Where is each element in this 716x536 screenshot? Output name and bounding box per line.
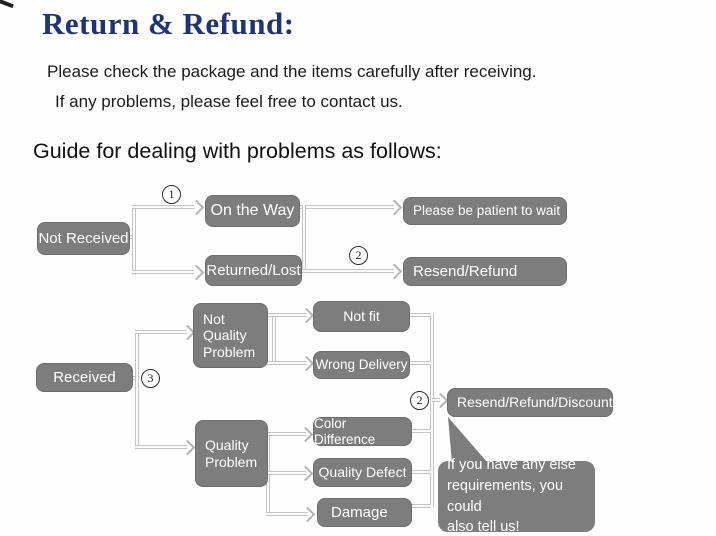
arrow-icon xyxy=(188,264,205,281)
node-please-be-patient: Please be patient to wait xyxy=(403,197,567,225)
arrow-icon xyxy=(432,392,449,409)
step-marker-3: 3 xyxy=(141,369,160,388)
node-not-quality-problem: Not Quality Problem xyxy=(193,303,268,368)
connector xyxy=(132,270,194,274)
connector xyxy=(432,398,440,402)
connector xyxy=(411,504,431,508)
arrow-icon xyxy=(297,426,314,443)
intro-line-2: If any problems, please feel free to con… xyxy=(55,92,403,111)
node-not-fit: Not fit xyxy=(313,301,410,332)
corner-artifact-mark xyxy=(0,0,14,9)
step-marker-2-top: 2 xyxy=(349,246,368,265)
connector xyxy=(430,313,434,507)
node-resend-refund-discount: Resend/Refund/Discount xyxy=(447,388,613,417)
note-speech-bubble: If you have any else requirements, you c… xyxy=(438,457,595,535)
connector xyxy=(409,313,431,317)
node-resend-refund: Resend/Refund xyxy=(403,257,567,286)
connector xyxy=(266,432,306,436)
intro-line-1: Please check the package and the items c… xyxy=(47,62,537,81)
connector xyxy=(302,205,306,273)
step-marker-2-bottom: 2 xyxy=(410,391,429,410)
connector xyxy=(132,205,136,275)
connector xyxy=(266,471,306,475)
connector xyxy=(267,361,307,365)
connector xyxy=(411,470,431,474)
connector xyxy=(132,205,194,209)
arrow-icon xyxy=(188,199,205,216)
connector xyxy=(266,512,308,516)
node-wrong-delivery: Wrong Delivery xyxy=(313,351,410,379)
arrow-icon xyxy=(179,439,196,456)
node-on-the-way: On the Way xyxy=(205,195,300,227)
node-quality-problem: Quality Problem xyxy=(195,420,268,487)
connector xyxy=(300,205,394,209)
connector xyxy=(302,269,394,273)
connector xyxy=(135,445,187,449)
connector xyxy=(411,429,431,433)
arrow-icon xyxy=(386,263,403,280)
connector xyxy=(135,330,187,334)
step-marker-1: 1 xyxy=(162,185,181,204)
node-color-difference: Color Difference xyxy=(313,416,412,447)
page-title: Return & Refund: xyxy=(42,6,295,41)
node-quality-defect: Quality Defect xyxy=(313,458,412,487)
connector xyxy=(272,313,276,365)
node-damage: Damage xyxy=(317,498,412,527)
arrow-icon xyxy=(298,355,315,372)
node-received: Received xyxy=(36,363,133,392)
arrow-icon xyxy=(299,506,316,523)
arrow-icon xyxy=(298,307,315,324)
node-not-received: Not Received xyxy=(37,222,130,255)
connector xyxy=(409,361,431,365)
arrow-icon xyxy=(297,465,314,482)
node-returned-lost: Returned/Lost xyxy=(205,255,302,286)
connector xyxy=(135,330,139,449)
arrow-icon xyxy=(386,199,403,216)
guide-heading: Guide for dealing with problems as follo… xyxy=(33,139,442,163)
connector xyxy=(267,313,307,317)
